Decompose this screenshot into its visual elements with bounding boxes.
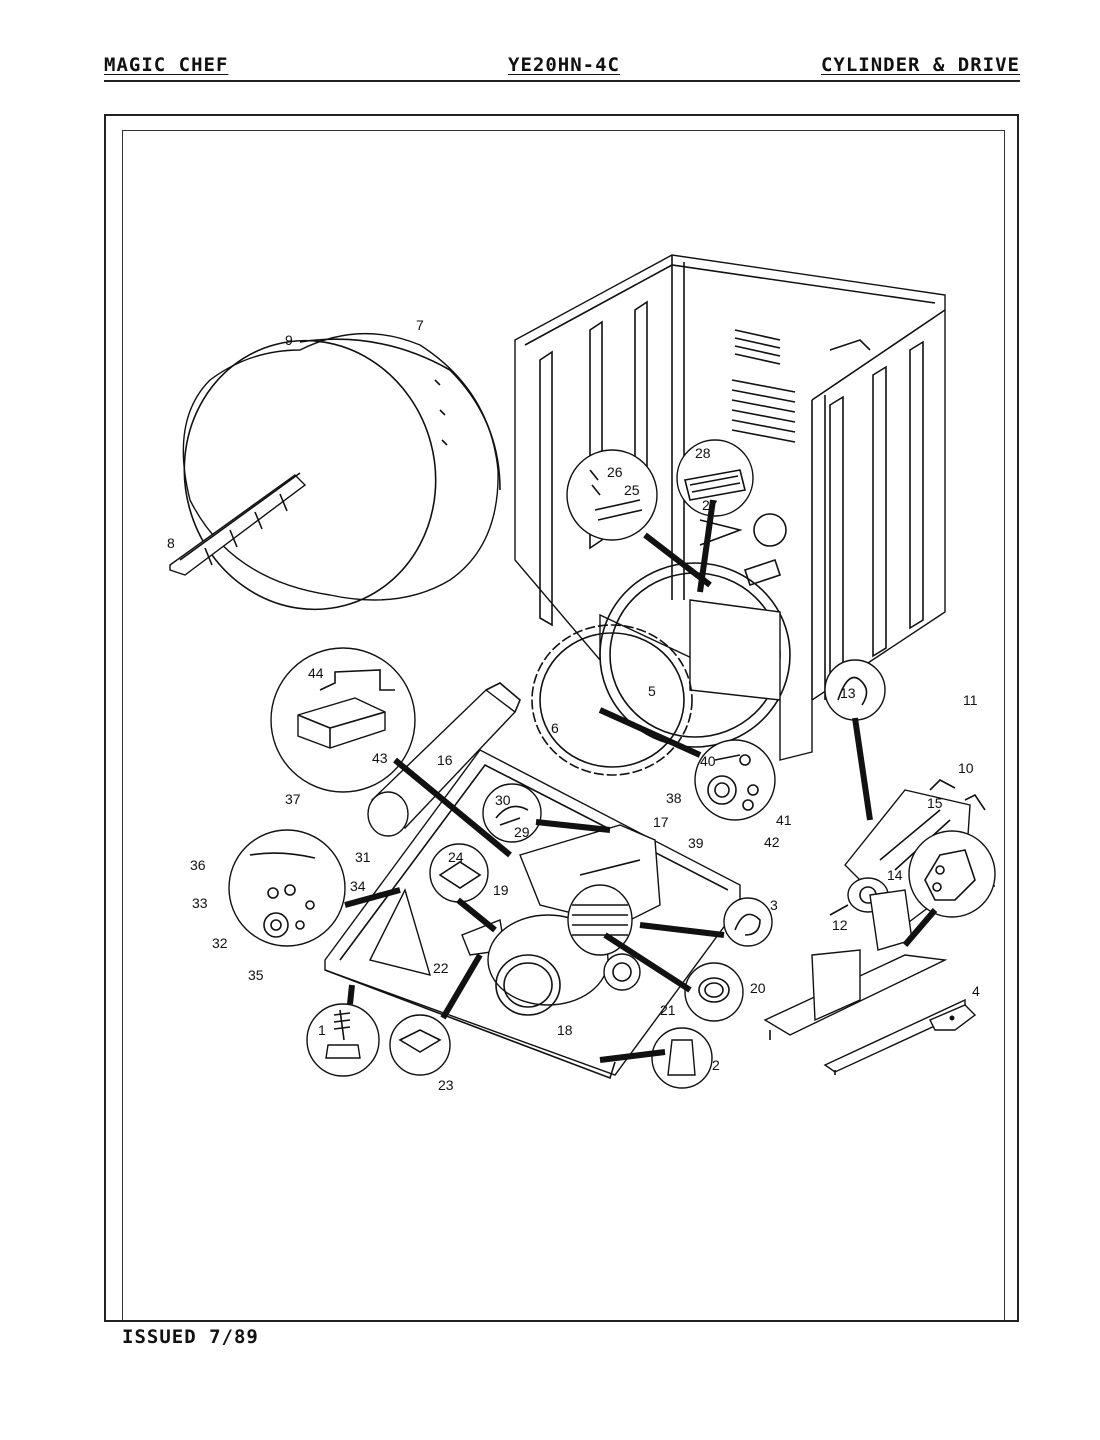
- callout-3: 3: [770, 897, 778, 913]
- idler-pulley-4: [929, 1004, 977, 1031]
- callout-2: 2: [712, 1057, 720, 1073]
- detail-circle-14: [908, 830, 996, 918]
- detail-circle-27-28: [676, 439, 754, 517]
- callout-28: 28: [695, 445, 711, 461]
- callout-34: 34: [350, 878, 366, 894]
- callout-33: 33: [192, 895, 208, 911]
- callout-10: 10: [958, 760, 974, 776]
- callout-26: 26: [607, 464, 623, 480]
- callout-29: 29: [514, 824, 530, 840]
- callout-17: 17: [653, 814, 669, 830]
- detail-circle-31-37: [228, 829, 346, 947]
- drum-7: [182, 333, 501, 611]
- model-number: YE20HN-4C: [508, 54, 620, 76]
- baffle-8: [169, 472, 307, 576]
- callout-42: 42: [764, 834, 780, 850]
- callout-5: 5: [648, 683, 656, 699]
- brand-title: MAGIC CHEF: [104, 54, 229, 76]
- callout-27: 27: [702, 497, 718, 513]
- callout-24: 24: [448, 849, 464, 865]
- callout-19: 19: [493, 882, 509, 898]
- callout-35: 35: [248, 967, 264, 983]
- callout-13: 13: [840, 685, 856, 701]
- callout-6: 6: [551, 720, 559, 736]
- issued-date: ISSUED 7/89: [122, 1326, 259, 1348]
- callout-9: 9: [285, 332, 293, 348]
- bulkhead-5: [599, 558, 791, 748]
- callout-7: 7: [416, 317, 424, 333]
- callout-31: 31: [355, 849, 371, 865]
- detail-circle-2: [651, 1027, 713, 1089]
- callout-25: 25: [624, 482, 640, 498]
- header-rule: [104, 80, 1020, 82]
- detail-circle-1: [306, 1003, 380, 1077]
- callout-30: 30: [495, 792, 511, 808]
- callout-14: 14: [887, 867, 903, 883]
- callout-20: 20: [750, 980, 766, 996]
- callout-32: 32: [212, 935, 228, 951]
- callout-23: 23: [438, 1077, 454, 1093]
- detail-circle-25-26: [566, 449, 658, 541]
- exhaust-duct-16: [367, 682, 521, 837]
- section-title: CYLINDER & DRIVE: [820, 54, 1020, 76]
- callout-1: 1: [318, 1022, 326, 1038]
- callout-12: 12: [832, 917, 848, 933]
- callout-21: 21: [660, 1002, 676, 1018]
- diagram-inner-frame: [122, 130, 1005, 1320]
- detail-circle-38-42: [694, 739, 776, 821]
- callout-8: 8: [167, 535, 175, 551]
- detail-circle-24: [429, 843, 489, 903]
- seal-6: [531, 624, 693, 776]
- callout-16: 16: [437, 752, 453, 768]
- callout-15: 15: [927, 795, 943, 811]
- leader-lines: [344, 499, 938, 1063]
- callout-37: 37: [285, 791, 301, 807]
- callout-18: 18: [557, 1022, 573, 1038]
- idler-12: [763, 889, 966, 1075]
- callout-38: 38: [666, 790, 682, 806]
- diagram-frame: [104, 114, 1019, 1322]
- callout-4: 4: [972, 983, 980, 999]
- callout-43: 43: [372, 750, 388, 766]
- rear-vents: [731, 329, 796, 443]
- callout-11: 11: [963, 692, 978, 708]
- detail-circle-20: [684, 962, 744, 1022]
- detail-circle-23: [389, 1014, 451, 1076]
- part-labels: 1 2 3 4 5 6 7 8 9 10 11 12 13 14 15 16 1…: [167, 317, 980, 1093]
- callout-40: 40: [700, 753, 716, 769]
- detail-circle-3: [723, 897, 773, 947]
- callout-41: 41: [776, 812, 792, 828]
- detail-circle-29-30: [482, 783, 542, 843]
- callout-36: 36: [190, 857, 206, 873]
- callout-44: 44: [308, 665, 324, 681]
- detail-circle-43-44: [270, 647, 416, 793]
- callout-22: 22: [433, 960, 449, 976]
- callout-39: 39: [688, 835, 704, 851]
- blower-wheel-21: [567, 884, 641, 991]
